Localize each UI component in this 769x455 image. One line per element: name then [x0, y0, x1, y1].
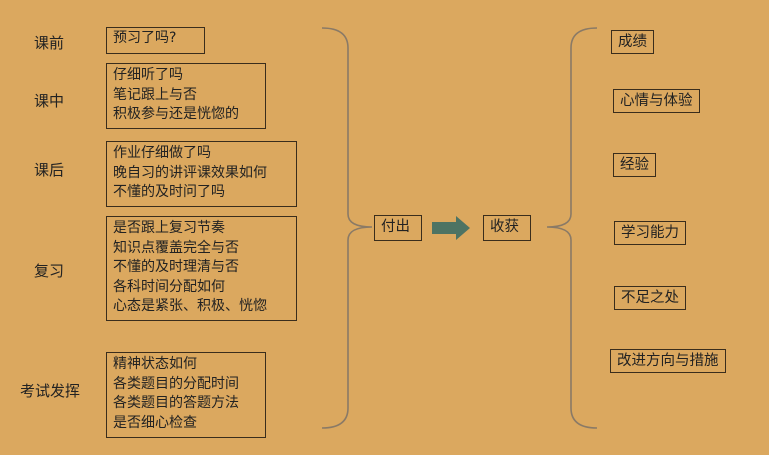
output-label: 收获 [490, 219, 519, 235]
before-class-box: 预习了吗? [106, 27, 205, 54]
in-class-box: 仔细听了吗 笔记跟上与否 积极参与还是恍惚的 [106, 63, 266, 129]
output-box: 收获 [483, 215, 531, 241]
box-line: 知识点覆盖完全与否 [113, 239, 239, 256]
result-label: 成绩 [618, 34, 647, 50]
stage-label-in-class: 课中 [34, 92, 65, 110]
stage-label-before-class: 课前 [34, 34, 65, 52]
box-line: 是否细心检查 [113, 414, 197, 431]
box-line: 晚自习的讲评课效果如何 [113, 164, 267, 181]
input-box: 付出 [374, 215, 422, 241]
result-label: 不足之处 [621, 290, 679, 306]
box-line: 积极参与还是恍惚的 [113, 106, 239, 122]
result-box-ability: 学习能力 [614, 221, 686, 245]
box-line: 精神状态如何 [113, 356, 197, 372]
right-bracket [546, 27, 598, 429]
review-box: 是否跟上复习节奏 知识点覆盖完全与否 不懂的及时理清与否 各科时间分配如何 心态… [106, 216, 297, 321]
result-box-experience: 经验 [613, 153, 656, 177]
after-class-box: 作业仔细做了吗 晚自习的讲评课效果如何 不懂的及时问了吗 [106, 141, 297, 207]
left-bracket [321, 27, 373, 429]
result-label: 学习能力 [621, 225, 679, 241]
stage-label-exam: 考试发挥 [20, 382, 81, 400]
box-line: 笔记跟上与否 [113, 86, 197, 103]
box-line: 仔细听了吗 [113, 67, 183, 83]
result-box-shortcomings: 不足之处 [614, 286, 686, 310]
box-line: 心态是紧张、积极、恍惚 [113, 298, 267, 314]
input-label: 付出 [381, 219, 410, 235]
result-box-mood: 心情与体验 [613, 89, 700, 113]
box-line: 预习了吗? [113, 30, 177, 46]
result-label: 经验 [620, 157, 649, 173]
box-line: 作业仔细做了吗 [113, 145, 211, 161]
stage-label-after-class: 课后 [34, 161, 65, 179]
result-label: 心情与体验 [620, 93, 693, 109]
box-line: 各类题目的分配时间 [113, 375, 239, 392]
box-line: 各类题目的答题方法 [113, 395, 239, 411]
stage-label-review: 复习 [34, 262, 65, 280]
box-line: 不懂的及时理清与否 [113, 259, 239, 275]
result-box-improvement: 改进方向与措施 [610, 349, 726, 373]
arrow-icon [432, 216, 470, 240]
result-label: 改进方向与措施 [617, 353, 719, 369]
box-line: 不懂的及时问了吗 [113, 184, 225, 200]
result-box-grades: 成绩 [611, 30, 654, 54]
box-line: 各科时间分配如何 [113, 278, 225, 295]
exam-box: 精神状态如何 各类题目的分配时间 各类题目的答题方法 是否细心检查 [106, 352, 266, 438]
box-line: 是否跟上复习节奏 [113, 220, 225, 236]
